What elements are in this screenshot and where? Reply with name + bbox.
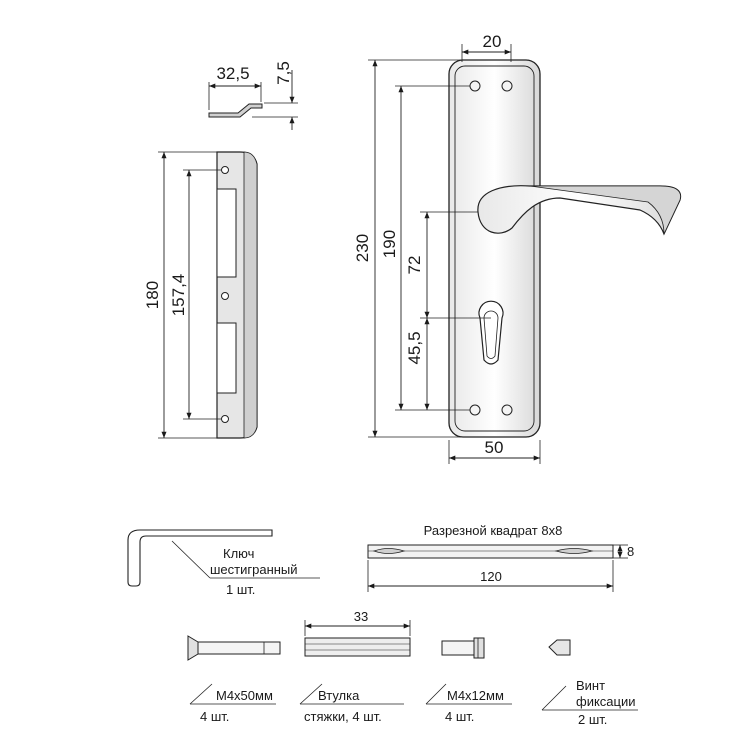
handle-plate-inner	[454, 65, 535, 432]
spindle-thickness-label: 8	[627, 544, 634, 559]
strike-plate: 180 157,4	[143, 151, 258, 439]
hex-key-shape	[127, 529, 273, 587]
plate-hole-top-right	[501, 80, 513, 92]
spindle-item: Разрезной квадрат 8х8 8 120	[367, 523, 634, 592]
screw-short-leader	[425, 683, 447, 705]
strike-slot-bottom	[216, 322, 237, 394]
plate-hole-top-left	[469, 80, 481, 92]
tongue-width-label: 32,5	[216, 64, 249, 83]
hex-key-item: Ключ шестигранный 1 шт.	[127, 529, 320, 597]
set-screw-shape	[548, 639, 571, 656]
set-screw-leader	[541, 685, 567, 711]
tongue-height-label: 7,5	[274, 61, 293, 85]
hex-key-qty: 1 шт.	[226, 582, 255, 597]
lever-handle-edge	[529, 185, 681, 235]
top-hole-spacing-label: 20	[483, 32, 502, 51]
plate-hole-bottom-left	[469, 404, 481, 416]
bushing-name: Втулка	[318, 688, 360, 703]
set-screw-qty: 2 шт.	[578, 712, 607, 727]
screw-short-name: М4х12мм	[447, 688, 504, 703]
spindle-title: Разрезной квадрат 8х8	[424, 523, 563, 538]
bushing-length-label: 33	[354, 609, 368, 624]
strike-plate-edge	[243, 151, 258, 439]
bushing-qty: стяжки, 4 шт.	[304, 709, 382, 724]
strike-hole-middle	[221, 292, 229, 300]
strike-length-label: 180	[143, 281, 162, 309]
screw-long-head	[187, 635, 199, 661]
spindle-slot-right	[554, 548, 594, 554]
screw-long-qty: 4 шт.	[200, 709, 229, 724]
screw-short-head	[473, 637, 485, 659]
plate-width-label: 50	[485, 438, 504, 457]
total-height-label: 230	[353, 234, 372, 262]
strike-slot-top	[216, 188, 237, 278]
spindle-slot-left	[372, 548, 406, 554]
mount-spacing-label: 190	[380, 230, 399, 258]
hex-key-label-2: шестигранный	[210, 562, 298, 577]
tongue-shape	[208, 103, 263, 118]
screw-long-item: М4х50мм 4 шт.	[187, 635, 281, 724]
hex-key-leader	[171, 540, 211, 579]
cylinder-to-bottom-label: 45,5	[405, 331, 424, 364]
spindle-length-label: 120	[480, 569, 502, 584]
set-screw-item: Винт фиксации 2 шт.	[541, 639, 638, 727]
strike-hole-top	[221, 166, 229, 174]
handle-plate-outer	[448, 59, 541, 438]
screw-long-name: М4х50мм	[216, 688, 273, 703]
screw-short-qty: 4 шт.	[445, 709, 474, 724]
screw-long-shank	[197, 641, 281, 655]
spindle-bar	[367, 544, 614, 559]
plate-hole-bottom-right	[501, 404, 513, 416]
cylinder-hole-inner	[483, 310, 499, 359]
strike-hole-bottom	[221, 415, 229, 423]
bushing-leader	[299, 683, 323, 705]
bushing-item: 33 Втулка стяжки, 4 шт.	[299, 609, 411, 724]
hex-key-label-1: Ключ	[223, 546, 254, 561]
set-screw-line2: фиксации	[576, 694, 636, 709]
handle-to-cylinder-label: 72	[405, 256, 424, 275]
set-screw-line1: Винт	[576, 678, 605, 693]
latch-tongue-detail: 32,5 7,5	[208, 61, 298, 130]
screw-short-item: М4х12мм 4 шт.	[425, 637, 512, 724]
handle-plate: 20 230 190 72 45,5 50	[353, 32, 682, 464]
strike-hole-spacing-label: 157,4	[169, 274, 188, 317]
cylinder-hole	[478, 300, 504, 365]
bushing-body	[304, 637, 411, 657]
screw-short-shank	[441, 640, 475, 656]
screw-long-leader	[189, 683, 213, 705]
